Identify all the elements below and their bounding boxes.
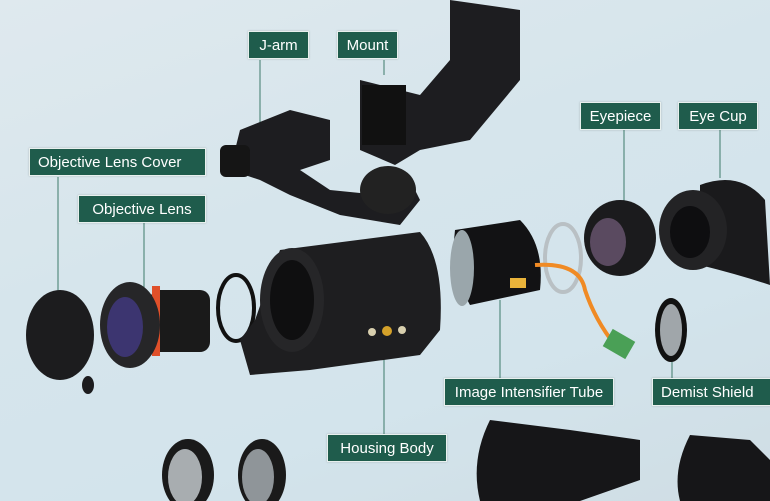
- label-image-intensifier-tube: Image Intensifier Tube: [444, 378, 614, 406]
- objective-lens-part: [100, 273, 256, 368]
- label-eye-cup: Eye Cup: [678, 102, 758, 130]
- label-demist-shield: Demist Shield: [652, 378, 770, 406]
- label-objective-lens: Objective Lens: [78, 195, 206, 223]
- demist-shield-part: [655, 298, 687, 362]
- bottom-accessory-lenses: [162, 420, 770, 501]
- housing-body-part: [240, 232, 441, 375]
- objective-lens-cover-part: [26, 290, 94, 394]
- label-objective-lens-cover: Objective Lens Cover: [29, 148, 206, 176]
- j-arm-part: [220, 110, 420, 225]
- mount-part: [360, 0, 520, 165]
- eye-cup-part: [659, 180, 770, 285]
- image-intensifier-tube-part: [450, 220, 636, 360]
- label-eyepiece: Eyepiece: [580, 102, 661, 130]
- label-housing-body: Housing Body: [327, 434, 447, 462]
- label-mount: Mount: [337, 31, 398, 59]
- label-j-arm: J-arm: [248, 31, 309, 59]
- eyepiece-part: [584, 200, 656, 276]
